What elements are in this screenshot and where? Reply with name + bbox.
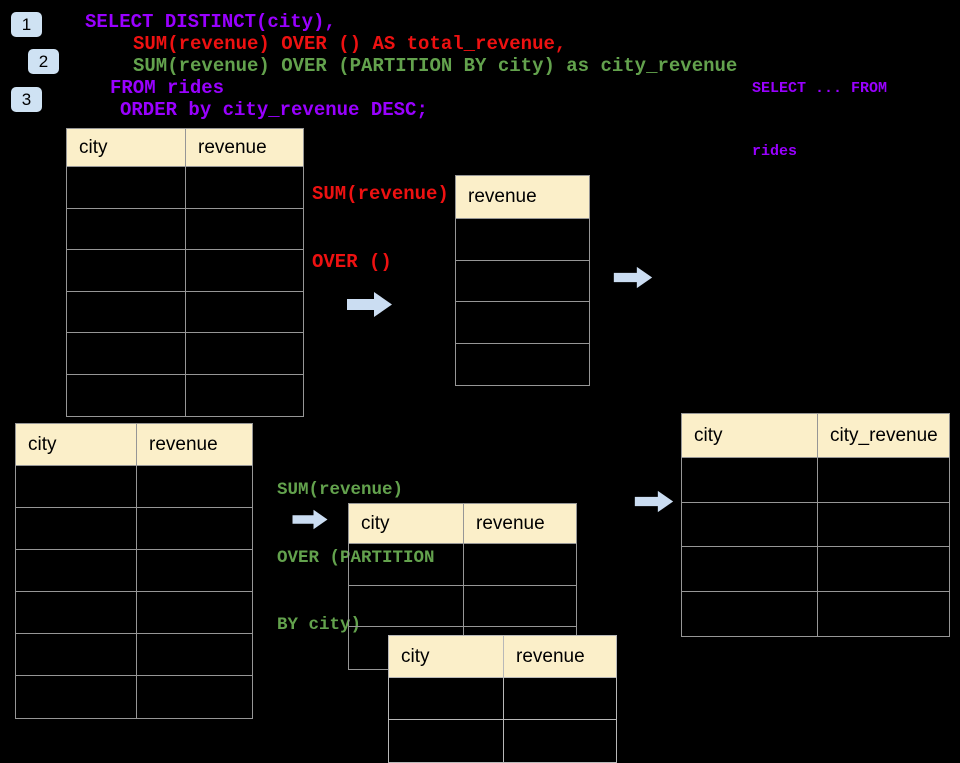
arrow-right-icon: [613, 266, 653, 289]
step-badge-1-label: 1: [21, 14, 32, 34]
table-row: [16, 634, 252, 676]
annotation-partition-line-1: SUM(revenue): [277, 480, 404, 500]
step-badge-3: 3: [11, 87, 42, 112]
table-row: [682, 458, 949, 503]
annotation-partition-line-3: BY city): [277, 615, 362, 635]
arrow-right-icon: [347, 292, 392, 317]
annotation-partition: SUM(revenue) OVER (PARTITION BY city): [277, 434, 435, 659]
annotation-total-revenue: SUM(revenue) OVER (): [312, 138, 449, 296]
source-table-top: city revenue: [66, 128, 304, 417]
column-header-revenue: revenue: [476, 512, 545, 534]
table-row: [389, 720, 616, 762]
total-revenue-table: revenue: [455, 175, 590, 386]
sql-line-from: FROM rides: [110, 77, 225, 99]
step-badge-3-label: 3: [21, 89, 32, 109]
sql-line-order: ORDER by city_revenue DESC;: [120, 99, 428, 121]
table-row: [16, 550, 252, 592]
table-row: [389, 678, 616, 720]
table-row: [456, 219, 589, 261]
table-row: [16, 508, 252, 550]
table-row: [67, 333, 303, 375]
column-header-revenue: revenue: [516, 645, 585, 667]
table-row: [16, 592, 252, 634]
column-header-revenue: revenue: [149, 433, 218, 455]
sql-line-sum-over: SUM(revenue) OVER () AS total_revenue,: [133, 33, 567, 55]
partition-table-front: city revenue: [348, 503, 577, 670]
table-row: [349, 544, 576, 586]
column-header-revenue: revenue: [198, 136, 267, 158]
result-table: city city_revenue: [681, 413, 950, 637]
table-row: [456, 302, 589, 344]
column-header-city-revenue: city_revenue: [830, 424, 938, 446]
step-badge-1: 1: [11, 12, 42, 37]
source-table-bottom: city revenue: [15, 423, 253, 719]
table-row: [349, 585, 576, 627]
column-header-city: city: [682, 414, 818, 457]
table-row: [682, 502, 949, 547]
side-note-line-2: rides: [752, 143, 798, 160]
table-row: [682, 547, 949, 592]
annotation-total-line-2: OVER (): [312, 250, 392, 273]
step-badge-2: 2: [28, 49, 59, 74]
table-row: [67, 374, 303, 416]
step-badge-2-label: 2: [38, 51, 49, 71]
table-row: [456, 344, 589, 386]
annotation-total-line-1: SUM(revenue): [312, 183, 449, 205]
partition-table-back: city revenue: [388, 635, 617, 763]
column-header-city: city: [16, 424, 137, 465]
table-row: [16, 466, 252, 508]
sql-line-select: SELECT DISTINCT(city),: [85, 11, 336, 33]
column-header-city: city: [349, 504, 464, 543]
table-row: [682, 591, 949, 636]
column-header-city: city: [67, 129, 186, 166]
annotation-partition-line-2: OVER (PARTITION: [277, 547, 435, 568]
table-row: [16, 676, 252, 718]
arrow-right-icon: [292, 509, 328, 530]
table-row: [67, 208, 303, 250]
arrow-right-icon: [634, 490, 674, 513]
side-note-line-1: SELECT ... FROM: [752, 80, 888, 97]
table-row: [67, 167, 303, 209]
table-row: [67, 291, 303, 333]
table-row: [456, 261, 589, 302]
column-header-city: city: [389, 636, 504, 677]
column-header-revenue: revenue: [468, 186, 537, 207]
table-row: [67, 250, 303, 292]
sql-line-partition: SUM(revenue) OVER (PARTITION BY city) as…: [133, 55, 738, 77]
side-note-select-from: SELECT ... FROM rides: [752, 36, 887, 183]
